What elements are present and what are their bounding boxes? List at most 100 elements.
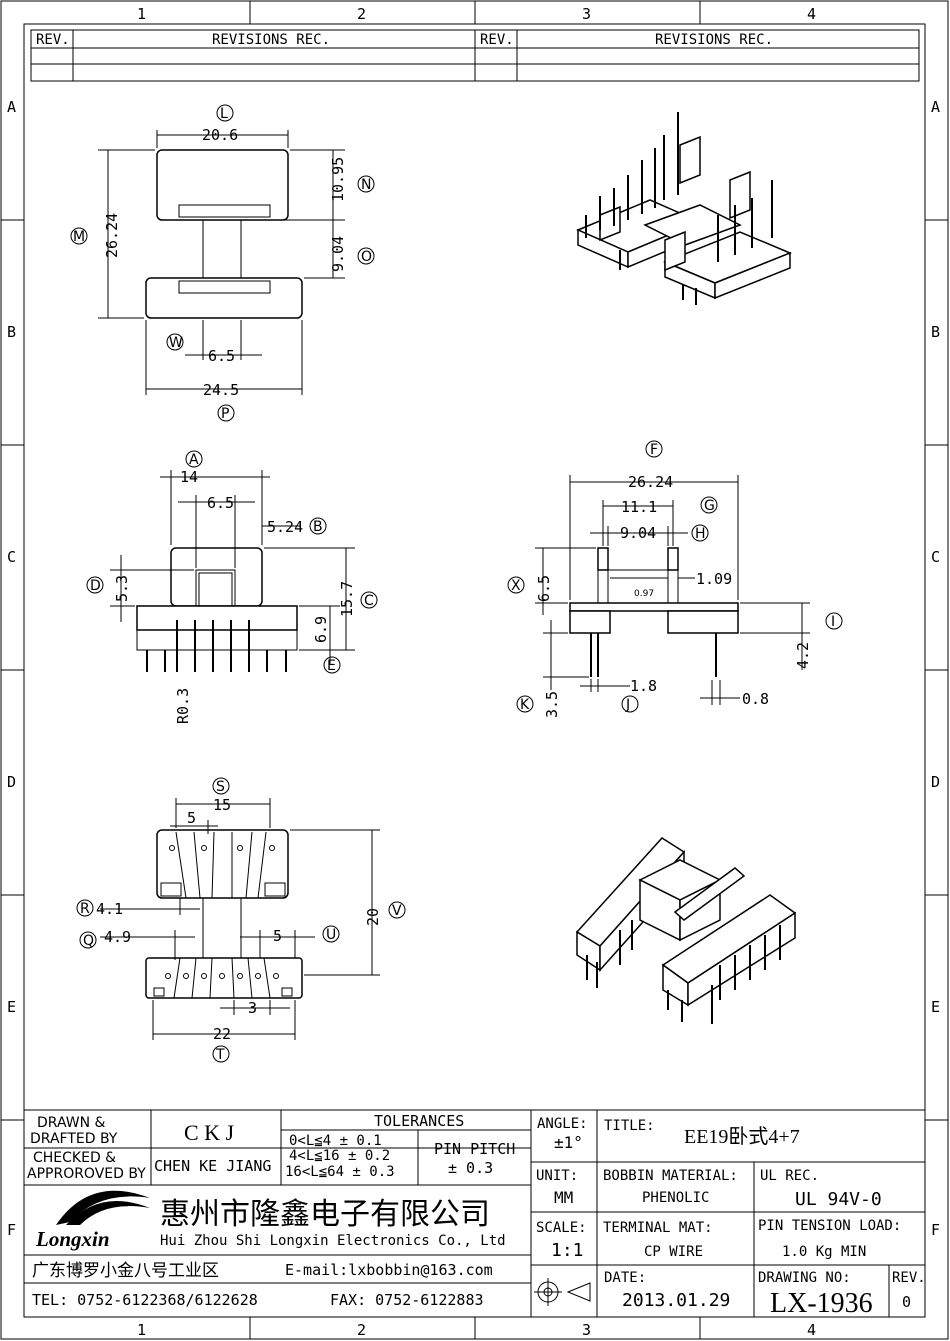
col-label-3-top: 3 xyxy=(582,5,591,23)
title-block: DRAWN & DRAFTED BY C K J CHECKED & APPRO… xyxy=(23,1109,926,1319)
row-label-a-right: A xyxy=(931,98,940,116)
address: 广东博罗小金八号工业区 xyxy=(32,1261,219,1280)
col-label-1-top: 1 xyxy=(137,5,146,23)
pin-tension-label: PIN TENSION LOAD: xyxy=(758,1218,901,1234)
marker-a: A xyxy=(185,450,203,468)
svg-text:I: I xyxy=(831,614,835,630)
row-label-e-left: E xyxy=(7,998,16,1016)
row-label-c-left: C xyxy=(7,548,16,566)
svg-text:V: V xyxy=(392,903,402,919)
row-label-a-left: A xyxy=(7,98,16,116)
svg-text:X: X xyxy=(511,578,521,594)
dim-6-5: 6.5 xyxy=(208,347,235,365)
terminal-mat-label: TERMINAL MAT: xyxy=(603,1220,713,1236)
svg-text:C: C xyxy=(364,593,374,609)
svg-text:P: P xyxy=(221,406,229,422)
svg-text:S: S xyxy=(216,779,225,795)
title-value: EE19卧式4+7 xyxy=(684,1125,800,1148)
date-value: 2013.01.29 xyxy=(622,1290,730,1311)
dim-14: 14 xyxy=(180,468,198,486)
scale-value: 1:1 xyxy=(551,1240,584,1261)
dim-5-bottom-right: 5 xyxy=(273,927,282,945)
marker-q: Q xyxy=(79,931,97,949)
scale-label: SCALE: xyxy=(536,1220,587,1236)
dim-9-04-side: 9.04 xyxy=(620,524,656,542)
title-label: TITLE: xyxy=(604,1118,655,1134)
ul-rec-value: UL 94V-0 xyxy=(795,1189,882,1210)
row-label-f-right: F xyxy=(931,1221,940,1239)
svg-text:J: J xyxy=(625,697,630,713)
svg-text:W: W xyxy=(169,335,183,351)
svg-text:K: K xyxy=(520,697,530,713)
col-label-1-bottom: 1 xyxy=(137,1321,146,1339)
rec-header-1: REVISIONS REC. xyxy=(212,32,330,48)
rev-value: 0 xyxy=(902,1293,911,1311)
dim-5-bottom-top: 5 xyxy=(187,809,196,827)
angle-label: ANGLE: xyxy=(537,1116,588,1132)
marker-j: J xyxy=(621,695,639,713)
bobbin-material-value: PHENOLIC xyxy=(642,1190,709,1206)
dim-6-5-side: 6.5 xyxy=(535,575,553,602)
drawn-label-l2: DRAFTED BY xyxy=(30,1131,118,1147)
dim-24-5: 24.5 xyxy=(203,381,239,399)
col-label-3-bottom: 3 xyxy=(582,1321,591,1339)
dim-6-9: 6.9 xyxy=(312,616,330,643)
checked-label-l2: APPROROVED BY xyxy=(27,1166,146,1182)
angle-value: ±1° xyxy=(554,1133,583,1152)
marker-e: E xyxy=(323,656,341,674)
marker-v: V xyxy=(388,901,406,919)
rev-header-1: REV. xyxy=(36,32,70,48)
rev-label: REV. xyxy=(892,1270,926,1286)
side-view: 26.24 11.1 9.04 6.5 0.97 1.09 4.2 1.8 0.… xyxy=(507,440,843,718)
dim-26-24: 26.24 xyxy=(103,213,121,258)
marker-h: H xyxy=(691,524,709,542)
svg-text:L: L xyxy=(220,106,228,122)
telephone: TEL: 0752-6122368/6122628 xyxy=(32,1291,258,1309)
marker-p: P xyxy=(217,404,235,422)
row-label-b-right: B xyxy=(931,323,940,341)
tolerance-3: 16<L≦64 ± 0.3 xyxy=(285,1164,395,1180)
email: E-mail:lxbobbin@163.com xyxy=(285,1261,493,1279)
company-name-cn: 惠州市隆鑫电子有限公司 xyxy=(160,1198,490,1231)
svg-text:E: E xyxy=(327,658,336,674)
rec-header-2: REVISIONS REC. xyxy=(655,32,773,48)
col-label-4-top: 4 xyxy=(807,5,816,23)
dim-4-9: 4.9 xyxy=(104,928,131,946)
drawn-value: C K J xyxy=(184,1120,235,1145)
dim-4-2: 4.2 xyxy=(794,642,812,669)
column-markers: 1 2 3 4 1 2 3 4 xyxy=(137,1,816,1339)
col-label-2-top: 2 xyxy=(357,5,366,23)
checked-value: CHEN KE JIANG xyxy=(154,1157,271,1175)
dim-20-6: 20.6 xyxy=(202,126,238,144)
isometric-view-bottom xyxy=(575,837,797,1024)
marker-k: K xyxy=(516,695,534,713)
row-label-b-left: B xyxy=(7,323,16,341)
marker-n: N xyxy=(357,175,375,193)
pin-tension-value: 1.0 Kg MIN xyxy=(782,1244,866,1260)
company-name-en: Hui Zhou Shi Longxin Electronics Co., Lt… xyxy=(160,1233,506,1249)
marker-c: C xyxy=(360,591,378,609)
svg-text:T: T xyxy=(215,1047,225,1063)
top-view: 20.6 26.24 10.95 9.04 6.5 24.5 L M N O W… xyxy=(70,104,375,422)
dim-r0-3: R0.3 xyxy=(174,688,192,724)
marker-x: X xyxy=(507,576,525,594)
svg-text:O: O xyxy=(361,249,372,265)
col-label-4-bottom: 4 xyxy=(807,1321,816,1339)
marker-u: U xyxy=(322,925,340,943)
row-label-d-right: D xyxy=(931,773,940,791)
dim-20: 20 xyxy=(364,908,382,926)
rev-header-2: REV. xyxy=(480,32,514,48)
dim-26-24-side: 26.24 xyxy=(628,473,673,491)
longxin-logo: Longxin xyxy=(35,1190,150,1251)
dim-4-1: 4.1 xyxy=(96,900,123,918)
marker-b: B xyxy=(309,517,327,535)
dim-5-3: 5.3 xyxy=(113,575,131,602)
marker-r: R xyxy=(76,899,94,917)
pin-pitch-label: PIN PITCH xyxy=(434,1140,515,1158)
front-view: 14 6.5 5.24 5.3 15.7 6.9 R0.3 A B C D E xyxy=(86,450,378,724)
marker-l: L xyxy=(216,104,234,122)
marker-d: D xyxy=(86,576,104,594)
dim-9-04: 9.04 xyxy=(329,236,347,272)
